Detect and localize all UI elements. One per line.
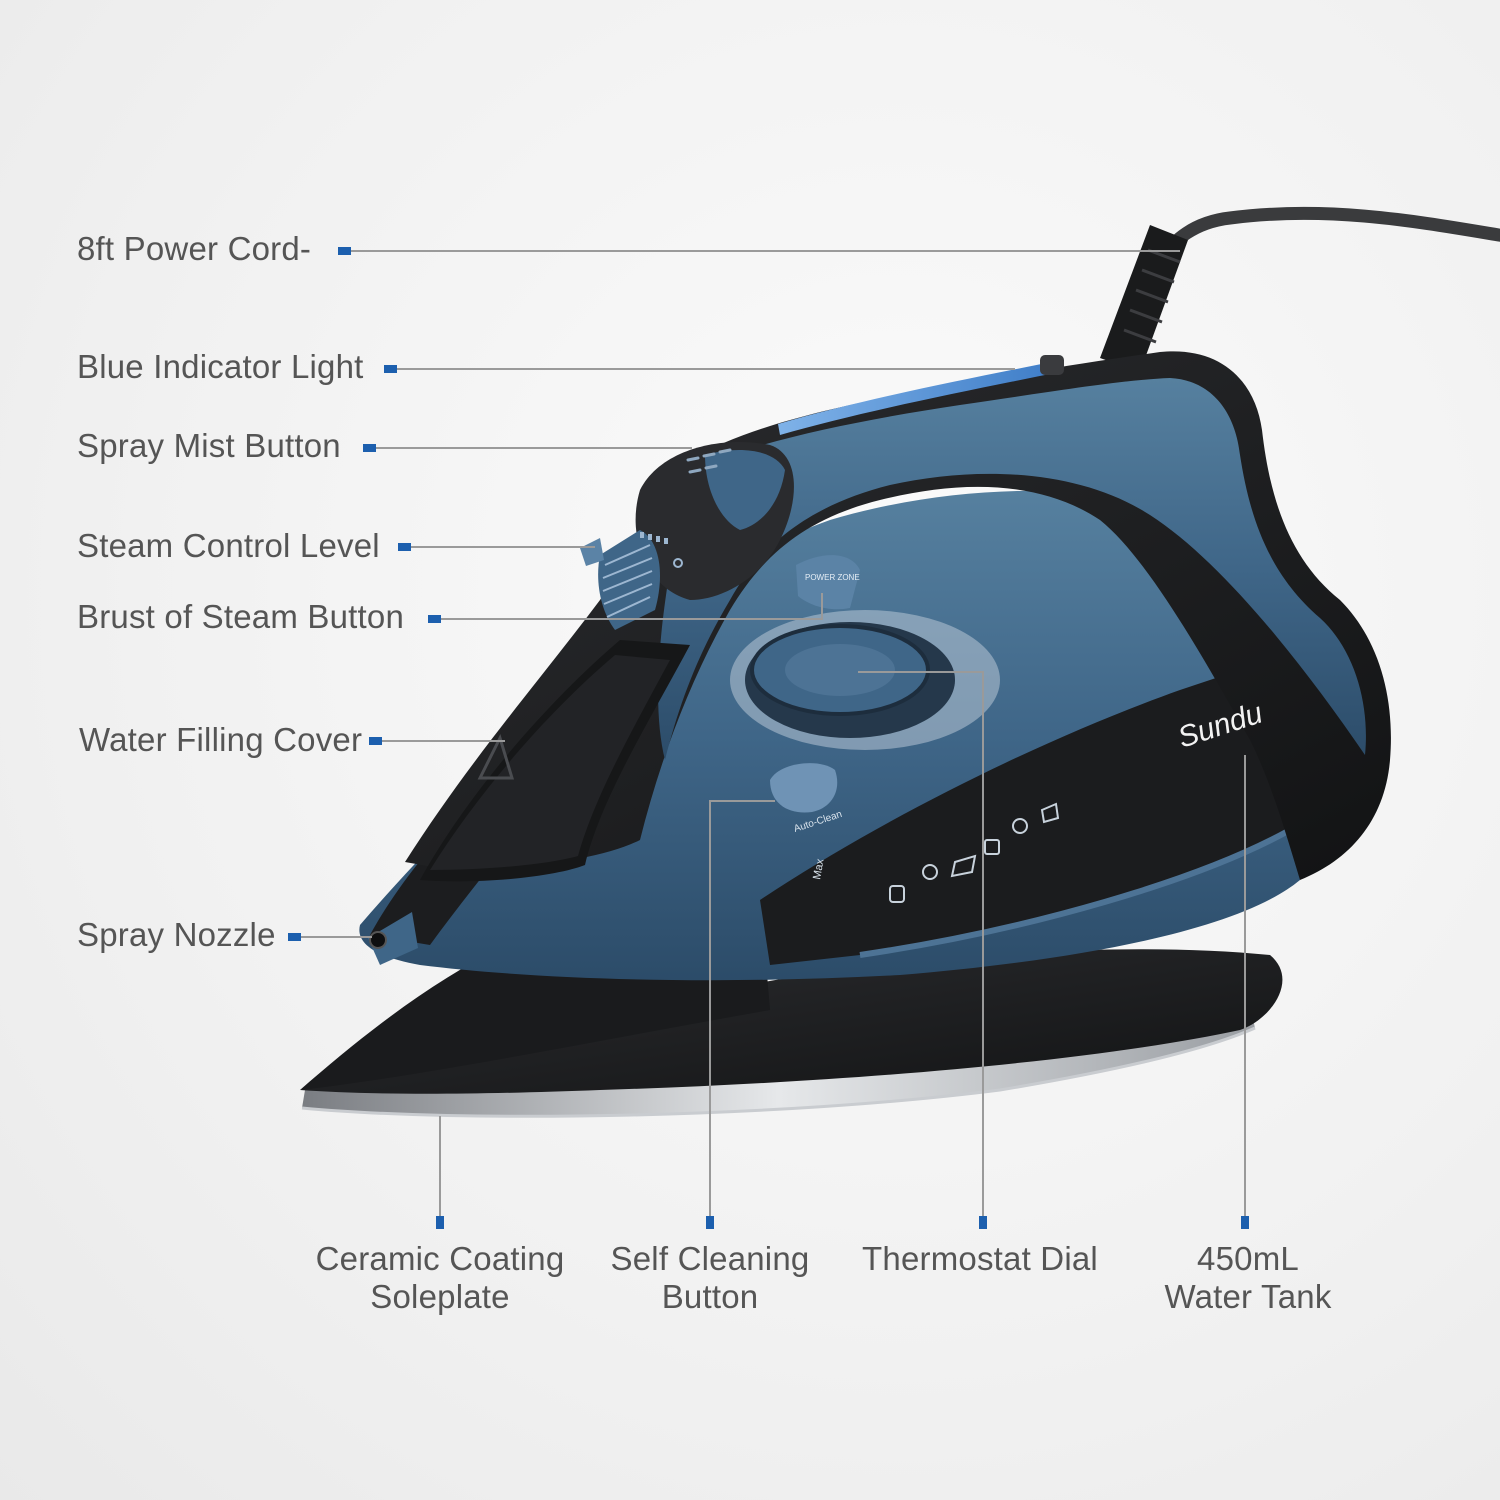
- label-water-tank-line1: 450mL: [1197, 1240, 1299, 1277]
- label-self-cleaning: Self Cleaning Button: [611, 1240, 810, 1316]
- label-indicator-light: Blue Indicator Light: [77, 348, 364, 385]
- label-self-cleaning-line1: Self Cleaning: [610, 1240, 810, 1277]
- marker-burst-steam: [428, 615, 441, 623]
- marker-spray-nozzle: [288, 933, 301, 941]
- steam-level-scale: [640, 532, 683, 568]
- anti-calc-icon: [950, 854, 977, 878]
- label-steam-control-level: Steam Control Level: [77, 527, 380, 564]
- label-spray-nozzle: Spray Nozzle: [77, 916, 276, 953]
- burst-steam-button-shape: [796, 555, 860, 610]
- label-soleplate: Ceramic Coating Soleplate: [316, 1240, 565, 1316]
- marker-soleplate: [436, 1216, 444, 1229]
- leader-self-cleaning: [709, 800, 775, 1218]
- marker-water-filling: [369, 737, 382, 745]
- spray-nozzle: [368, 912, 418, 965]
- marker-self-cleaning: [706, 1216, 714, 1229]
- self-cleaning-button-shape: [770, 763, 838, 813]
- spray-nozzle-hole: [369, 931, 387, 949]
- power-zone-text: POWER ZONE: [805, 573, 860, 582]
- label-water-tank: 450mL Water Tank: [1164, 1240, 1331, 1316]
- label-thermostat-line1: Thermostat Dial: [862, 1240, 1098, 1277]
- spray-mist-marks: [686, 448, 732, 474]
- spray-mist-button-shape: [705, 450, 785, 530]
- marker-water-tank: [1241, 1216, 1249, 1229]
- label-spray-mist-button: Spray Mist Button: [77, 427, 341, 464]
- lower-housing: [300, 949, 1283, 1094]
- steam-dial-ticks: [602, 544, 653, 618]
- self-clean-feature-icon: [984, 839, 1000, 855]
- fill-arrow: [477, 733, 515, 780]
- auto-off-icon: [1012, 818, 1028, 834]
- marker-spray-mist: [363, 444, 376, 452]
- ceramic-plate-icon: [1040, 802, 1060, 824]
- label-markers: [288, 247, 1249, 1229]
- leader-lines: [300, 250, 1246, 1218]
- label-water-filling-cover: Water Filling Cover: [79, 721, 363, 758]
- marker-thermostat: [979, 1216, 987, 1229]
- water-filling-cover-inner: [430, 655, 670, 870]
- power-cord: [1153, 206, 1500, 269]
- indicator-light-strip: [778, 360, 1062, 435]
- feature-icons: [889, 802, 1060, 903]
- label-soleplate-line1: Ceramic Coating: [315, 1240, 565, 1277]
- label-soleplate-line2: Soleplate: [370, 1278, 510, 1315]
- leader-thermostat: [858, 671, 984, 1218]
- label-power-cord: 8ft Power Cord-: [77, 230, 312, 267]
- steam-dial-lever: [580, 538, 604, 566]
- label-self-cleaning-line2: Button: [661, 1278, 759, 1315]
- marker-steam-control: [398, 543, 411, 551]
- label-burst-steam-button: Brust of Steam Button: [77, 598, 405, 635]
- label-water-tank-line2: Water Tank: [1164, 1278, 1332, 1315]
- cord-strain-relief: [1100, 225, 1188, 372]
- handle-blue: [658, 378, 1366, 760]
- soleplate-edge: [301, 1026, 1256, 1118]
- indicator-light-cap: [1040, 355, 1064, 375]
- steam-feature-icon: [889, 885, 905, 903]
- anti-drip-icon: [922, 864, 938, 880]
- thermostat-dial-center: [785, 644, 895, 696]
- iron-illustration: POWER ZONE Auto-Clean Max Sundu: [300, 206, 1500, 1118]
- side-panel-stripe: [859, 827, 1292, 958]
- leader-burst-steam: [440, 593, 823, 620]
- label-thermostat-dial: Thermostat Dial: [862, 1240, 1098, 1278]
- max-fill-text: Max: [811, 857, 827, 880]
- marker-indicator-light: [384, 365, 397, 373]
- marker-power-cord: [338, 247, 351, 255]
